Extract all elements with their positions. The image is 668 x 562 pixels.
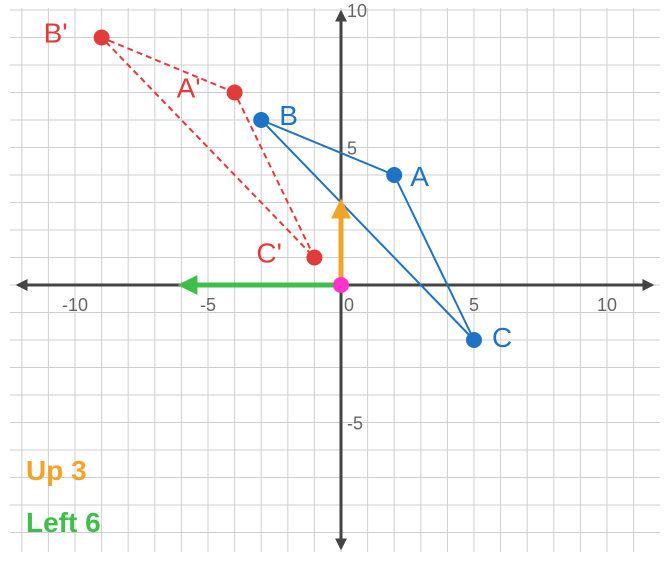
origin-point xyxy=(333,277,349,293)
original-point-b xyxy=(253,112,270,128)
x-tick-label: 5 xyxy=(469,295,479,315)
translation-arrows xyxy=(177,198,351,295)
image-point-label: A' xyxy=(177,73,201,104)
original-point-label: C xyxy=(492,322,512,353)
legend: Up 3 Left 6 xyxy=(26,455,101,538)
x-tick-label: -5 xyxy=(200,295,216,315)
original-point-a xyxy=(386,167,403,183)
y-tick-label: 5 xyxy=(347,139,357,159)
original-triangle xyxy=(260,119,475,341)
image-point-aprime xyxy=(226,84,243,101)
x-tick-label: -10 xyxy=(62,295,88,315)
legend-item: Up 3 xyxy=(26,455,87,486)
image-triangle xyxy=(100,36,316,259)
y-tick-label: -5 xyxy=(347,414,363,434)
image-point-bprime xyxy=(93,29,110,46)
x-tick-label: 10 xyxy=(597,295,617,315)
triangles xyxy=(100,36,475,341)
image-point-cprime xyxy=(306,249,323,266)
tick-labels: -10 -5 0 5 10 10 5 -5 xyxy=(62,1,617,434)
image-point-label: B' xyxy=(44,18,68,49)
points: A' B' C' A B C xyxy=(44,18,513,354)
original-point-label: A xyxy=(410,161,429,192)
y-tick-label: 10 xyxy=(347,1,367,21)
original-point-c xyxy=(466,332,482,348)
legend-item: Left 6 xyxy=(26,507,101,538)
original-point-label: B xyxy=(279,100,298,131)
x-tick-label: 0 xyxy=(344,295,354,315)
image-point-label: C' xyxy=(256,238,282,269)
